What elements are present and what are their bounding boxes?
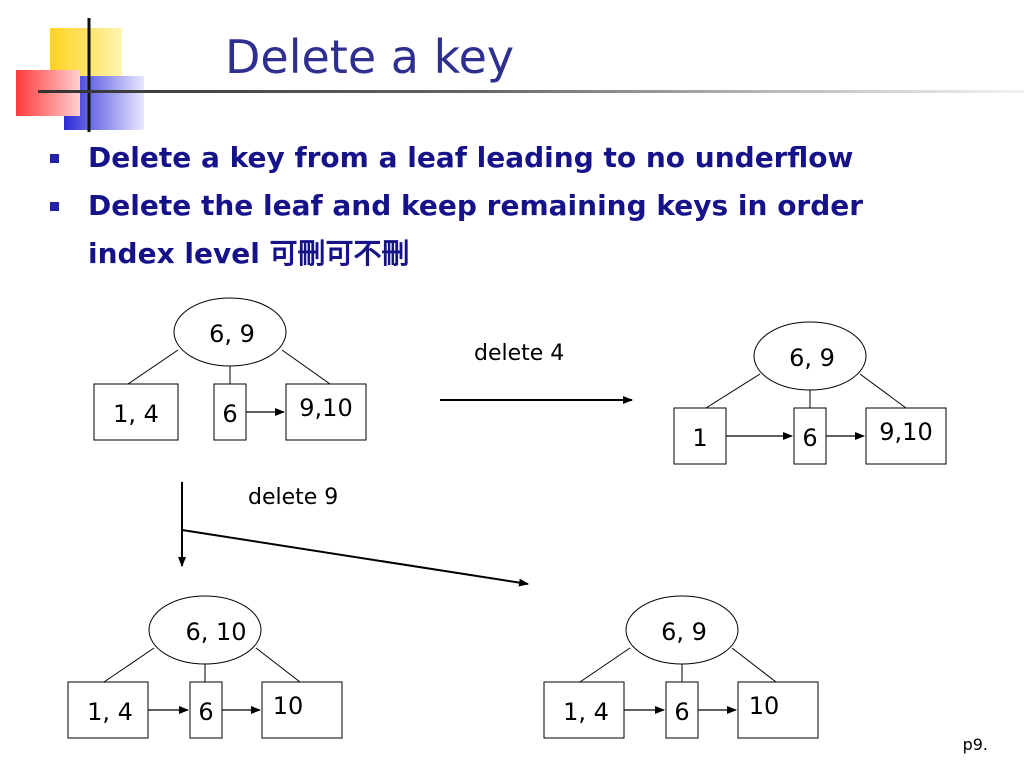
tree-after-delete9-a: 6, 10 1, 4 6 10: [67, 595, 343, 739]
leaf-keys: 1, 4: [87, 698, 133, 726]
leaf-keys: 6: [198, 698, 213, 726]
leaf-node: [261, 681, 343, 739]
edge: [281, 349, 331, 385]
bullet-text: Delete the leaf and keep remaining keys …: [88, 189, 864, 222]
slide-logo: [16, 18, 144, 132]
leaf-node: [865, 407, 947, 465]
edge: [579, 647, 631, 683]
delete9-arrow-diagonal: [181, 529, 529, 587]
root-node: [753, 321, 867, 391]
page-number: p9.: [962, 735, 988, 754]
root-node: [148, 595, 262, 665]
title-divider: [38, 90, 1024, 93]
leaf-keys: 1, 4: [563, 698, 609, 726]
leaf-node: [665, 681, 699, 739]
bullet-continuation: index level 可刪可不刪: [88, 237, 410, 270]
leaf-node: [285, 383, 367, 441]
leaf-keys: 1, 4: [113, 400, 159, 428]
root-node: [625, 595, 739, 665]
leaf-keys: 9,10: [299, 394, 352, 422]
edge: [731, 647, 777, 683]
leaf-node: [543, 681, 625, 739]
slide-title: Delete a key: [225, 30, 515, 84]
leaf-node: [737, 681, 819, 739]
edge: [127, 349, 179, 385]
edge: [705, 373, 761, 409]
leaf-node: [67, 681, 149, 739]
edge: [103, 647, 155, 683]
tree-original: 6, 9 1, 4 6 9,10: [93, 297, 367, 441]
bullet-item: Delete a key from a leaf leading to no u…: [48, 134, 1008, 182]
tree-after-delete9-b: 6, 9 1, 4 6 10: [543, 595, 819, 739]
root-keys: 6, 9: [209, 320, 255, 348]
leaf-node: [189, 681, 223, 739]
bullet-square-icon: [50, 202, 59, 211]
tree-after-delete4: 6, 9 1 6 9,10: [673, 321, 947, 465]
logo-red-square: [16, 70, 80, 116]
leaf-keys: 9,10: [879, 418, 932, 446]
leaf-keys: 10: [273, 692, 304, 720]
bullet-text: Delete a key from a leaf leading to no u…: [88, 141, 854, 174]
bullet-square-icon: [50, 154, 59, 163]
leaf-keys: 6: [674, 698, 689, 726]
root-keys: 6, 9: [661, 618, 707, 646]
root-keys: 6, 10: [185, 618, 246, 646]
leaf-keys: 6: [802, 424, 817, 452]
edge: [859, 373, 907, 409]
bullet-item: Delete the leaf and keep remaining keys …: [48, 182, 1008, 230]
leaf-keys: 10: [749, 692, 780, 720]
leaf-keys: 6: [222, 400, 237, 428]
root-keys: 6, 9: [789, 344, 835, 372]
bullet-list: Delete a key from a leaf leading to no u…: [48, 134, 1008, 278]
delete4-label: delete 4: [474, 341, 564, 366]
leaf-keys: 1: [692, 424, 707, 452]
root-node: [173, 297, 287, 367]
leaf-node: [93, 383, 179, 441]
delete9-label: delete 9: [248, 485, 338, 510]
leaf-node: [793, 407, 827, 465]
edge: [255, 647, 301, 683]
